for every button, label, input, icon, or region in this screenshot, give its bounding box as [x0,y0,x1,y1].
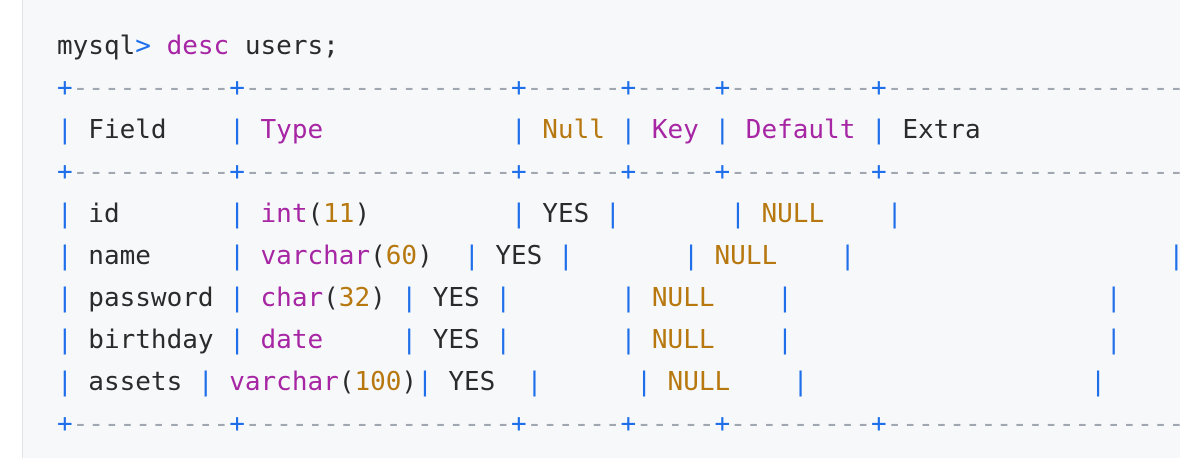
table-header-row: | Field | Type | Null | Key | Default | … [57,109,1180,151]
row-null: YES [526,199,605,229]
row-field: password [72,283,230,313]
table-border-top: +----------+-----------------+------+---… [57,73,1180,103]
header-null: Null [526,115,621,145]
row-null: YES [479,241,558,271]
header-key: Key [636,115,715,145]
header-default: Default [730,115,872,145]
prompt-arrow: > [135,31,151,61]
row-type-length: 32 [338,283,371,313]
prompt-label: mysql [57,31,136,61]
row-null: YES [417,325,496,355]
table-row: | password | char(32) | YES | | NULL | | [57,283,1122,313]
row-type-length: 60 [385,241,418,271]
row-type-keyword: char [260,283,324,313]
code-block: mysql> desc users; +----------+----------… [22,0,1180,458]
row-field: birthday [72,325,230,355]
command-keyword: desc [166,31,230,61]
header-field: Field [72,115,230,145]
row-default: NULL [714,241,778,271]
table-border-mid: +----------+-----------------+------+---… [57,157,1180,187]
row-field: assets [72,367,198,397]
table-row: | name | varchar(60) | YES | | NULL | | [57,241,1180,271]
table-row: | assets | varchar(100)| YES | | NULL | … [57,367,1106,397]
table-border-bottom: +----------+-----------------+------+---… [57,409,1180,439]
row-default: NULL [761,199,825,229]
row-type-length: 100 [354,367,402,397]
row-type-length: 11 [323,199,355,229]
row-null: YES [432,367,511,397]
row-null: YES [417,283,496,313]
row-type-keyword: varchar [260,241,371,271]
row-default: NULL [667,367,731,397]
terminal-output: mysql> desc users; +----------+----------… [57,25,1180,445]
header-type: Type [244,115,511,145]
table-row: | birthday | date | YES | | NULL | | [57,325,1122,355]
row-type-keyword: varchar [229,367,339,397]
row-type-keyword: int [260,199,308,229]
row-type-keyword: date [260,325,324,355]
command-line: mysql> desc users; [57,25,1180,67]
command-target: users; [244,31,339,61]
header-extra: Extra [886,115,1180,145]
row-field: name [72,241,230,271]
row-field: id [72,199,230,229]
table-row: | id | int(11) | YES | | NULL | | [57,199,903,229]
row-default: NULL [651,325,715,355]
row-default: NULL [651,283,715,313]
